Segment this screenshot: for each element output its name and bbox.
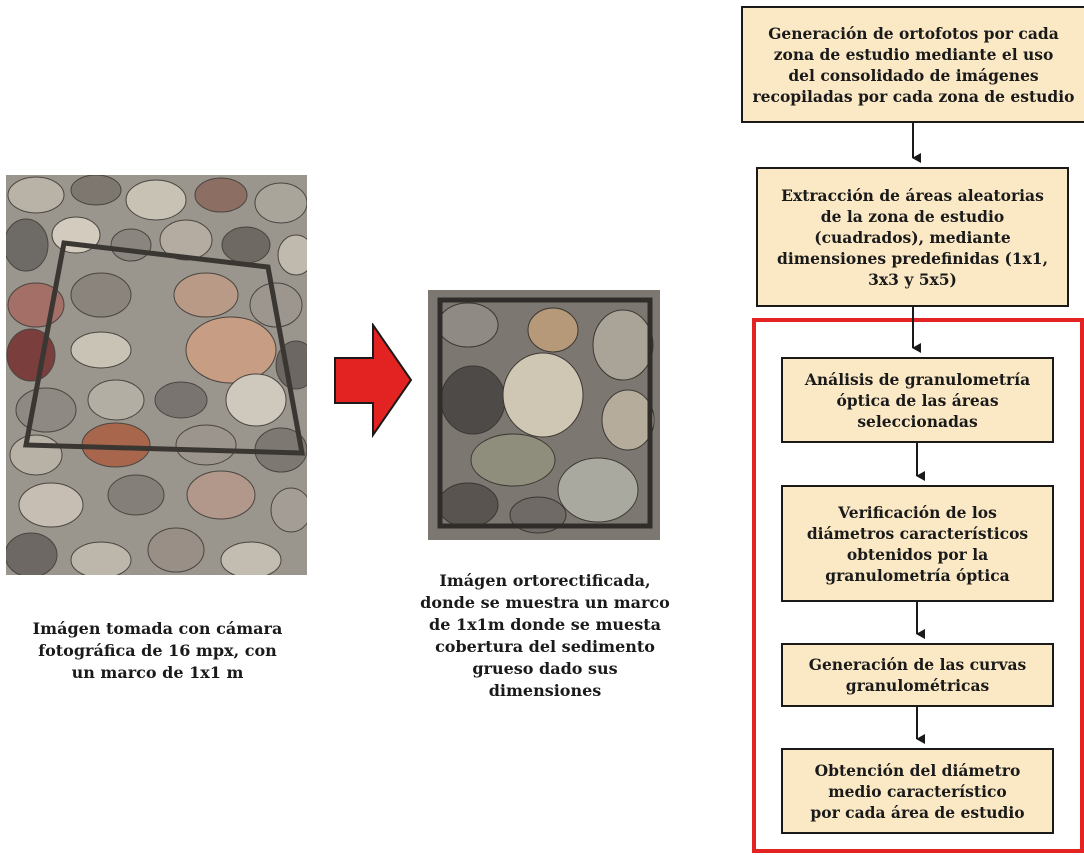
gravel-photo-graphic [6,175,307,575]
orthophoto-graphic [428,290,660,540]
field-photo-caption: Imágen tomada con cámara fotográfica de … [32,619,283,682]
flow-step-6: Obtención del diámetro medio característ… [781,748,1054,834]
transfer-arrow-icon [333,323,413,438]
field-photo [6,175,307,575]
orthorectified-photo [428,290,660,540]
flow-step-1: Generación de ortofotos por cada zona de… [741,6,1084,123]
flow-step-5: Generación de las curvas granulométricas [781,643,1054,707]
flow-step-2: Extracción de áreas aleatorias de la zon… [756,167,1069,307]
flow-step-4: Verificación de los diámetros caracterís… [781,485,1054,602]
highlight-frame [752,318,1084,853]
flow-step-3: Análisis de granulometría óptica de las … [781,357,1054,443]
orthorectified-photo-caption: Imágen ortorectificada, donde se muestra… [420,571,670,700]
